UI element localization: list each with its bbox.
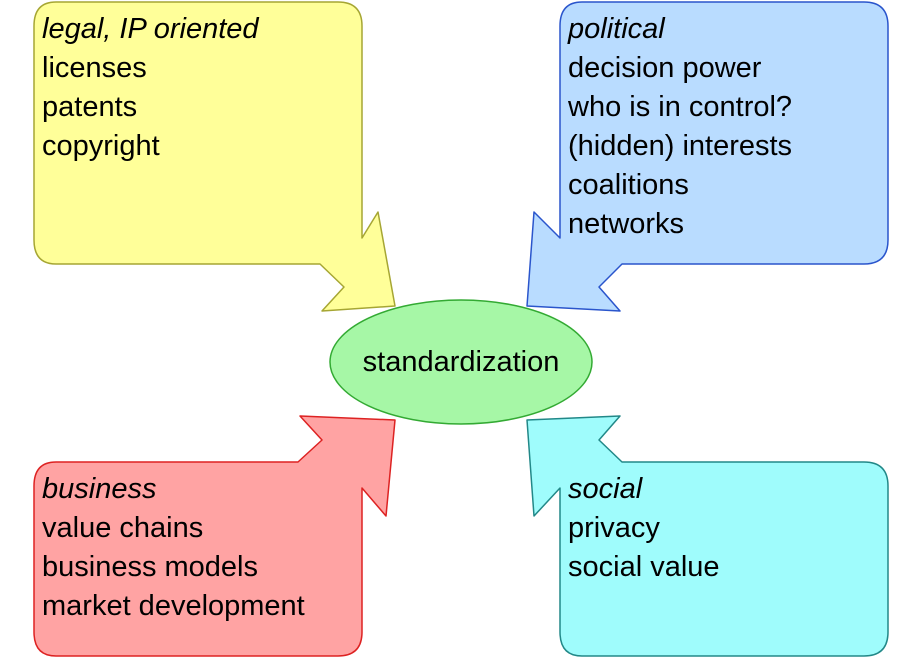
legal-item-licenses: licenses <box>42 52 147 84</box>
political-heading: political <box>568 13 665 45</box>
social-heading: social <box>568 473 643 505</box>
political-item-decision-power: decision power <box>568 52 762 84</box>
legal-item-patents: patents <box>42 91 138 123</box>
business-item-business-models: business models <box>42 551 258 583</box>
center-ellipse <box>329 299 593 425</box>
political-item-control: who is in control? <box>568 91 793 123</box>
political-item-coalitions: coalitions <box>568 169 689 201</box>
business-item-value-chains: value chains <box>42 512 204 544</box>
business-item-market-development: market development <box>42 590 305 622</box>
business-box-text: business value chains business models ma… <box>42 470 305 626</box>
business-callout <box>33 415 396 657</box>
business-heading: business <box>42 473 157 505</box>
legal-box-text: legal, IP oriented licenses patents copy… <box>42 10 259 166</box>
center-label: standardization <box>362 345 560 378</box>
political-item-interests: (hidden) interests <box>568 130 793 162</box>
political-box-text: political decision power who is in contr… <box>568 10 792 244</box>
legal-item-copyright: copyright <box>42 130 160 162</box>
social-box-text: social privacy social value <box>568 470 720 587</box>
social-callout <box>526 415 889 657</box>
social-item-privacy: privacy <box>568 512 660 544</box>
political-item-networks: networks <box>568 208 685 240</box>
political-callout <box>526 1 889 312</box>
legal-heading: legal, IP oriented <box>42 13 259 45</box>
social-item-social-value: social value <box>568 551 720 583</box>
legal-callout <box>33 1 396 312</box>
